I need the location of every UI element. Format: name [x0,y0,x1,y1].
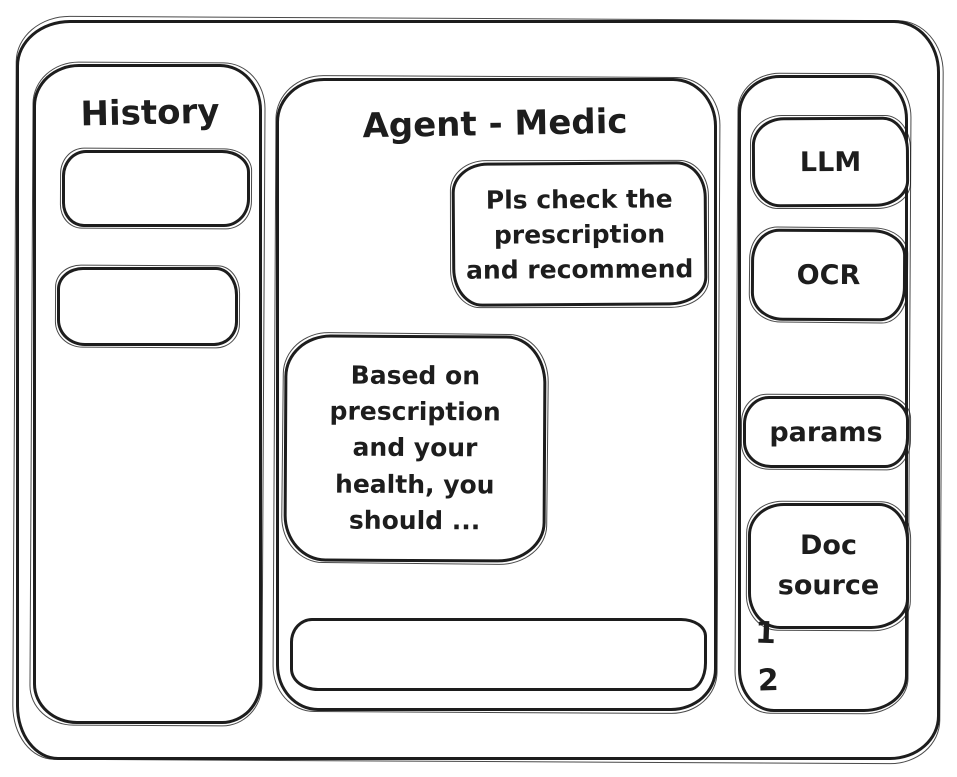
params-button[interactable]: params [743,396,909,468]
llm-button[interactable]: LLM [751,116,910,208]
chat-message-user: Pls check the prescription and recommend [451,161,708,307]
ocr-button[interactable]: OCR [750,228,907,322]
doc-source-button[interactable]: Doc source [748,503,909,629]
chat-message-assistant-text: Based on prescription and your health, y… [329,360,501,536]
chat-message-user-text: Pls check the prescription and recommend [465,183,694,285]
chat-message-assistant: Based on prescription and your health, y… [283,334,547,563]
doc-source-item-2[interactable]: 2 [757,662,780,699]
doc-source-button-label: Doc source [777,529,880,602]
chat-input[interactable] [290,618,707,691]
ocr-button-label: OCR [796,259,861,291]
history-item[interactable] [57,267,238,346]
doc-source-item-1[interactable]: 1 [754,615,777,652]
history-panel-title: History [80,91,220,135]
llm-button-label: LLM [799,146,862,178]
history-item[interactable] [62,150,250,227]
chat-panel-title: Agent - Medic [362,101,628,147]
params-button-label: params [769,416,883,448]
